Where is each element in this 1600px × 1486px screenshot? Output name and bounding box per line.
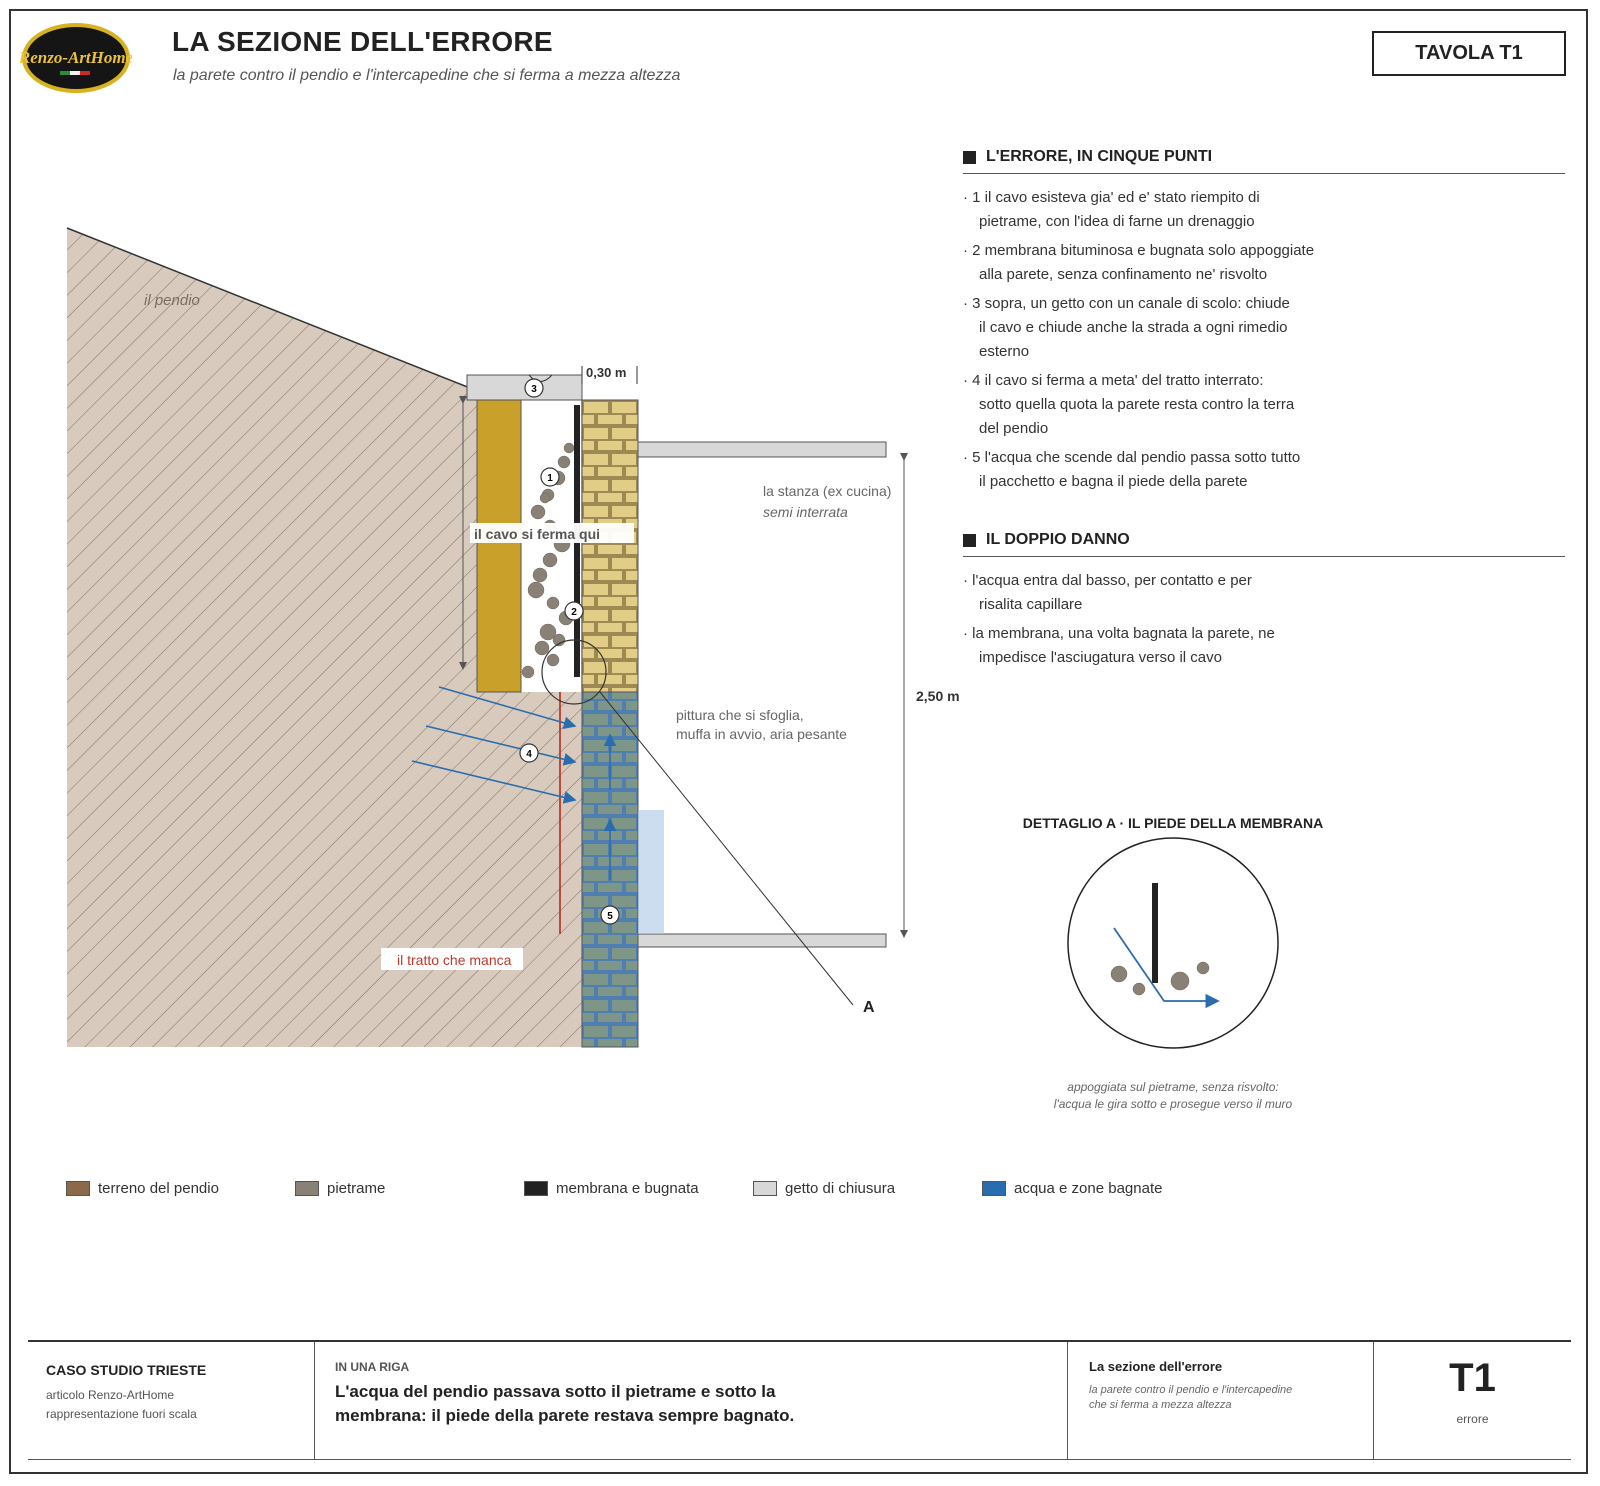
legend-label: pietrame (327, 1180, 386, 1197)
sheet-frame (9, 9, 1588, 1474)
errors-list: · 1 il cavo esisteva gia' ed e' stato ri… (963, 186, 1563, 499)
legend-swatch (524, 1181, 548, 1196)
water-arrows (411, 686, 617, 880)
detail-water-path (1113, 927, 1220, 1009)
legend-label: getto di chiusura (785, 1180, 896, 1197)
error-point-3: · 3 sopra, un getto con un canale di sco… (963, 295, 1290, 360)
damage-note-2: muffa in avvio, aria pesante (676, 726, 847, 742)
errors-rule (963, 173, 1565, 174)
damage-list: · l'acqua entra dal basso, per contatto … (963, 569, 1563, 675)
legend-swatch (982, 1181, 1006, 1196)
brick-wall (581, 399, 639, 693)
project-meta-1: articolo Renzo-ArtHome (46, 1388, 175, 1402)
sheet-label: TAVOLA T1 (1372, 31, 1566, 76)
marker-4-text: 4 (526, 749, 532, 760)
ref-subtitle-1: la parete contro il pendio e l'intercape… (1089, 1384, 1293, 1396)
sheet-code: T1 (1449, 1356, 1496, 1400)
error-point-5: · 5 l'acqua che scende dal pendio passa … (963, 449, 1301, 490)
upper-slab (637, 441, 887, 458)
detail-caption: appoggiata sul pietrame, senza risvolto:… (973, 1079, 1373, 1113)
legend-item-soil: terreno del pendio (66, 1180, 219, 1197)
page-subtitle: la parete contro il pendio e l'intercape… (173, 67, 681, 84)
project-name: CASO STUDIO TRIESTE (46, 1362, 207, 1378)
room-sublabel: semi interrata (763, 504, 848, 520)
legend-label: membrana e bugnata (556, 1180, 699, 1197)
marker-1-text: 1 (547, 473, 553, 484)
marker-5: 5 (600, 905, 620, 925)
oneline-text: L'acqua del pendio passava sotto il piet… (335, 1380, 1035, 1428)
missing-stretch-label: il tratto che manca (397, 952, 512, 968)
error-point-1: · 1 il cavo esisteva gia' ed e' stato ri… (963, 189, 1260, 230)
damage-point-2: · la membrana, una volta bagnata la pare… (963, 625, 1275, 666)
bullet-square-icon (963, 150, 976, 164)
detail-title: DETTAGLIO A · IL PIEDE DELLA MEMBRANA (1022, 815, 1324, 831)
error-point-2: · 2 membrana bituminosa e bugnata solo a… (963, 242, 1315, 283)
marker-2: 2 (564, 601, 584, 621)
detail-membrane (1152, 883, 1158, 983)
legend-item-membrane: membrana e bugnata (524, 1180, 699, 1197)
closing-slab (466, 374, 583, 401)
sheet-code-label: errore (1456, 1412, 1489, 1426)
legend-label: terreno del pendio (98, 1180, 219, 1197)
title-block-divider (1373, 1342, 1374, 1459)
legend-item-stones: pietrame (295, 1180, 385, 1197)
slope-label: il pendio (144, 292, 200, 309)
detail-caption-1: appoggiata sul pietrame, senza risvolto: (1067, 1080, 1279, 1094)
legend-swatch (295, 1181, 319, 1196)
ref-subtitle-2: che si ferma a mezza altezza (1089, 1399, 1232, 1411)
ref-title: La sezione dell'errore (1089, 1359, 1223, 1374)
room-label: la stanza (ex cucina) (763, 483, 891, 499)
detail-a-callout (541, 639, 607, 705)
logo-text: Renzo-ArtHome (20, 48, 132, 67)
errors-heading-text: L'ERRORE, IN CINQUE PUNTI (986, 148, 1213, 165)
errors-heading: L'ERRORE, IN CINQUE PUNTI (963, 148, 1212, 166)
title-block: CASO STUDIO TRIESTE articolo Renzo-ArtHo… (28, 1340, 1571, 1460)
marker-1: 1 (540, 467, 560, 487)
lower-slab (637, 933, 887, 948)
legend-item-water: acqua e zone bagnate (982, 1180, 1162, 1197)
ref-subtitle: la parete contro il pendio e l'intercape… (1089, 1383, 1359, 1413)
oneline-text-1: L'acqua del pendio passava sotto il piet… (335, 1382, 776, 1401)
legend-swatch (753, 1181, 777, 1196)
page-title: LA SEZIONE DELL'ERRORE (172, 26, 553, 57)
height-label: 2,50 m (916, 688, 960, 704)
marker-4: 4 (519, 743, 539, 763)
damage-rule (963, 556, 1565, 557)
detail-a-circle (1067, 837, 1279, 1049)
wet-patch (638, 810, 664, 934)
marker-5-text: 5 (607, 911, 613, 922)
cavity-stop-label: il cavo si ferma qui (474, 526, 600, 542)
oneline-label: IN UNA RIGA (335, 1360, 410, 1374)
title-block-ref: La sezione dell'errore la parete contro … (1089, 1342, 1359, 1459)
detail-stones (1110, 961, 1210, 996)
legend-label: acqua e zone bagnate (1014, 1180, 1163, 1197)
error-point-4: · 4 il cavo si ferma a meta' del tratto … (963, 372, 1295, 437)
marker-2-text: 2 (571, 607, 577, 618)
slope-soil (67, 228, 582, 1047)
damage-heading: IL DOPPIO DANNO (963, 531, 1130, 549)
damage-note-1: pittura che si sfoglia, (676, 707, 804, 723)
title-block-summary: IN UNA RIGA L'acqua del pendio passava s… (335, 1342, 1035, 1459)
detail-caption-2: l'acqua le gira sotto e prosegue verso i… (1053, 1097, 1293, 1111)
title-block-divider (1067, 1342, 1068, 1459)
legend-swatch (66, 1181, 90, 1196)
cavity-outer-board (476, 399, 522, 693)
damage-heading-text: IL DOPPIO DANNO (986, 531, 1130, 548)
section-diagram: il pendio 0,30 m 2,50 m i (66, 227, 960, 1048)
thickness-label: 0,30 m (586, 365, 626, 380)
marker-3-text: 3 (531, 384, 537, 395)
damage-point-1: · l'acqua entra dal basso, per contatto … (963, 572, 1252, 613)
marker-3: 3 (524, 378, 544, 398)
title-block-code: T1 errore (1374, 1342, 1571, 1459)
oneline-text-2: membrana: il piede della parete restava … (335, 1406, 795, 1425)
legend-item-slab: getto di chiusura (753, 1180, 895, 1197)
brand-logo: Renzo-ArtHome (20, 23, 132, 93)
title-block-divider (314, 1342, 315, 1459)
title-block-project: CASO STUDIO TRIESTE articolo Renzo-ArtHo… (46, 1342, 306, 1459)
project-meta-2: rappresentazione fuori scala (46, 1407, 197, 1421)
bullet-square-icon (963, 533, 976, 547)
detail-ref-label: A (863, 999, 875, 1016)
